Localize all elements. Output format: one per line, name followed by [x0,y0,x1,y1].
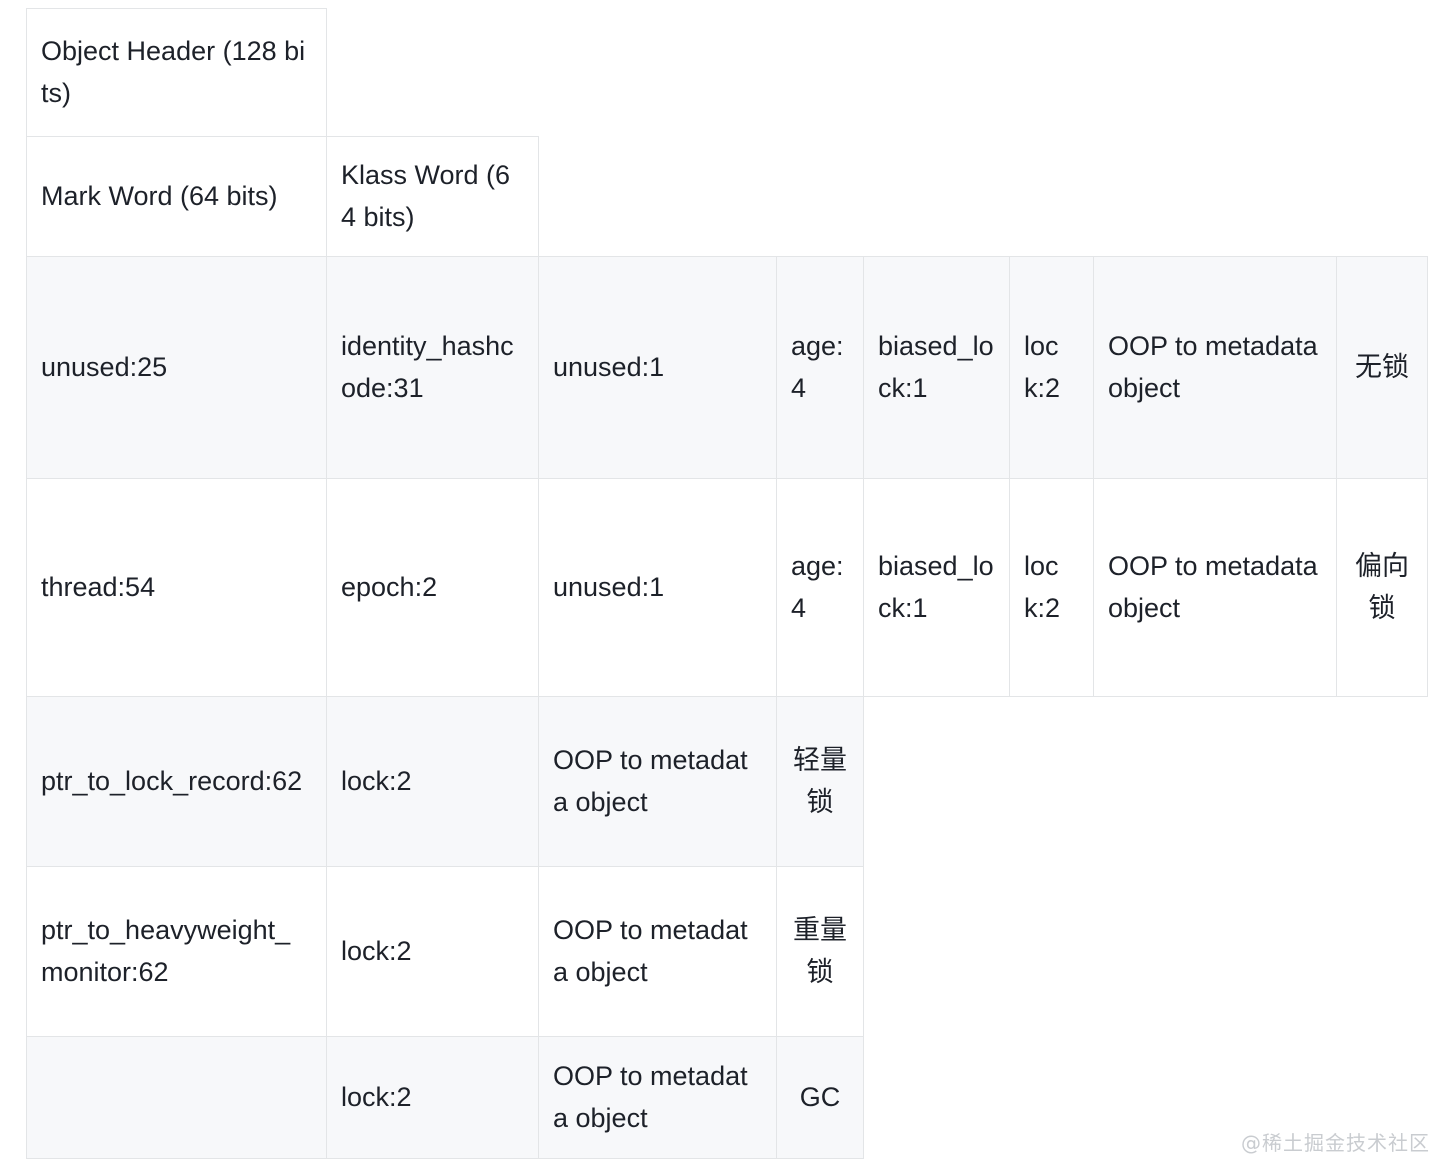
cell-ptr-to-heavyweight-monitor: ptr_to_heavyweight_monitor:62 [26,866,327,1037]
spacer-cell [864,137,1010,257]
cell-lock: lock:2 [326,696,539,867]
cell-biased-lock: biased_lock:1 [863,478,1010,697]
spacer-cell [1094,9,1337,137]
cell-oop-metadata: OOP to metadata object [538,696,777,867]
spacer-cell [1010,9,1094,137]
spacer-cell [777,9,864,137]
spacer-cell [1337,9,1428,137]
cell-oop-metadata: OOP to metadata object [538,1036,777,1159]
table-row: ptr_to_heavyweight_monitor:62 lock:2 OOP… [26,866,1428,1037]
klass-word-header-cell: Klass Word (64 bits) [326,136,539,257]
table-row: thread:54 epoch:2 unused:1 age:4 biased_… [26,478,1428,697]
table-row: unused:25 identity_hashcode:31 unused:1 … [26,256,1428,479]
object-header-title-cell: Object Header (128 bits) [26,8,327,137]
site-watermark: @稀土掘金技术社区 [1241,1131,1430,1155]
spacer-cell [864,867,1010,1037]
spacer-cell [1337,697,1428,867]
cell-lock-state: 无锁 [1336,256,1428,479]
cell-empty [26,1036,327,1159]
cell-lock-state: GC [776,1036,864,1159]
cell-lock-state: 重量锁 [776,866,864,1037]
cell-age: age:4 [776,256,864,479]
spacer-cell [1010,1037,1094,1159]
cell-age: age:4 [776,478,864,697]
cell-lock: lock:2 [1009,478,1094,697]
spacer-cell [777,137,864,257]
mark-word-header-cell: Mark Word (64 bits) [26,136,327,257]
cell-lock: lock:2 [1009,256,1094,479]
spacer-cell [1010,867,1094,1037]
table-row: lock:2 OOP to metadata object GC [26,1036,1428,1159]
table-row-header-title: Object Header (128 bits) [26,8,1428,137]
cell-ptr-to-lock-record: ptr_to_lock_record:62 [26,696,327,867]
table-row-word-header: Mark Word (64 bits) Klass Word (64 bits) [26,136,1428,257]
spacer-cell [1094,137,1337,257]
cell-oop-metadata: OOP to metadata object [1093,256,1337,479]
cell-unused-25: unused:25 [26,256,327,479]
cell-lock: lock:2 [326,1036,539,1159]
spacer-cell [327,9,539,137]
cell-lock: lock:2 [326,866,539,1037]
table-row: ptr_to_lock_record:62 lock:2 OOP to meta… [26,696,1428,867]
spacer-cell [1010,697,1094,867]
cell-biased-lock: biased_lock:1 [863,256,1010,479]
spacer-cell [1337,867,1428,1037]
spacer-cell [1094,697,1337,867]
cell-unused-1: unused:1 [538,478,777,697]
spacer-cell [864,9,1010,137]
cell-thread-54: thread:54 [26,478,327,697]
spacer-cell [1094,867,1337,1037]
cell-lock-state: 偏向锁 [1336,478,1428,697]
cell-oop-metadata: OOP to metadata object [1093,478,1337,697]
spacer-cell [1337,137,1428,257]
spacer-cell [539,137,777,257]
cell-lock-state: 轻量锁 [776,696,864,867]
cell-unused-1: unused:1 [538,256,777,479]
spacer-cell [864,1037,1010,1159]
object-header-table: Object Header (128 bits) Mark Word (64 b… [26,8,1428,1159]
cell-identity-hashcode: identity_hashcode:31 [326,256,539,479]
spacer-cell [539,9,777,137]
object-header-table-container: Object Header (128 bits) Mark Word (64 b… [26,8,1428,1159]
cell-oop-metadata: OOP to metadata object [538,866,777,1037]
cell-epoch-2: epoch:2 [326,478,539,697]
spacer-cell [864,697,1010,867]
spacer-cell [1010,137,1094,257]
